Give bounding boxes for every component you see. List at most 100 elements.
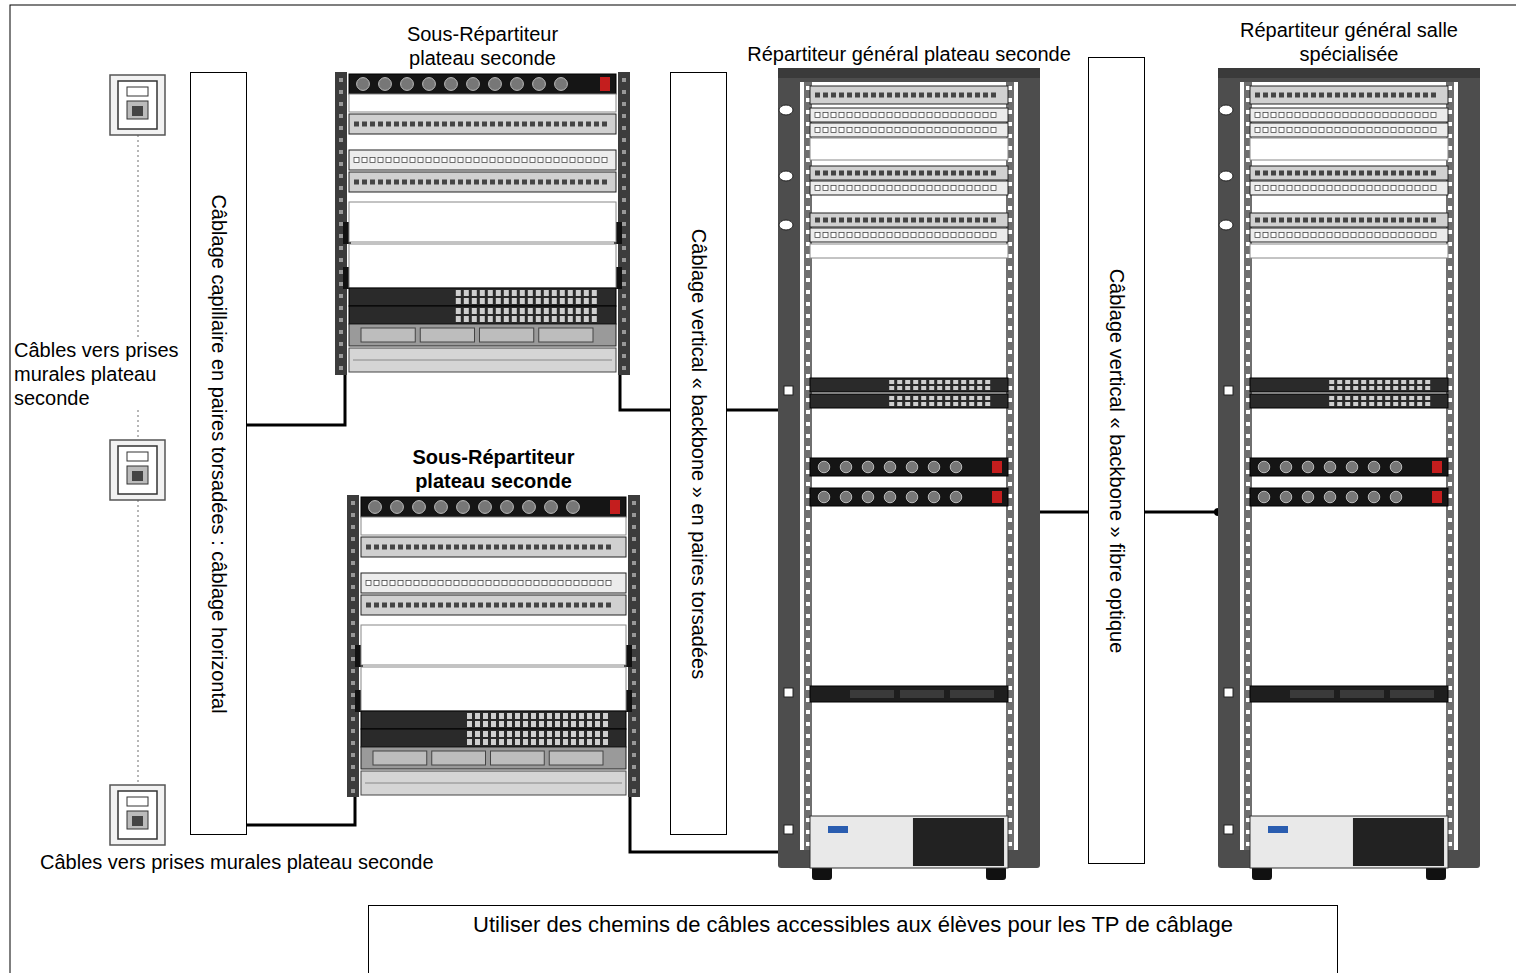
- patch-port: [879, 186, 884, 191]
- rail-hole: [1008, 758, 1012, 762]
- switch-port: [587, 739, 592, 745]
- rail-hole: [1246, 290, 1250, 294]
- rail-hole: [1448, 638, 1452, 642]
- patch-port: [554, 122, 559, 127]
- rail-hole: [1008, 86, 1012, 90]
- power-strip: [349, 74, 616, 94]
- patch-port: [831, 233, 836, 238]
- patch-port: [991, 128, 996, 133]
- switch-port: [472, 290, 477, 296]
- patch-port: [1255, 113, 1260, 118]
- patch-port: [1279, 128, 1284, 133]
- patch-port: [959, 171, 964, 176]
- patch-port: [903, 171, 908, 176]
- patch-port: [366, 545, 371, 550]
- patch-port: [1431, 171, 1436, 176]
- rail-hole: [1246, 122, 1250, 126]
- patch-port: [1295, 233, 1300, 238]
- power-strip: [810, 458, 1008, 476]
- rail-hole: [1246, 374, 1250, 378]
- patch-port: [911, 186, 916, 191]
- blank-panel: [1250, 138, 1448, 160]
- rail-hole: [1246, 158, 1250, 162]
- patch-port: [374, 545, 379, 550]
- rail-hole: [1008, 206, 1012, 210]
- wall-outlet: [110, 75, 165, 135]
- rail-hole: [806, 782, 810, 786]
- outlet-label: [127, 797, 148, 806]
- rail-hole: [351, 573, 355, 577]
- patch-port: [887, 113, 892, 118]
- rail-hole: [632, 585, 636, 589]
- patch-port: [983, 233, 988, 238]
- rail-hole: [622, 174, 626, 178]
- rail-hole: [1448, 206, 1452, 210]
- switch-port: [969, 380, 974, 384]
- patch-port: [911, 218, 916, 223]
- server-bay: [1290, 690, 1334, 698]
- patch-port: [927, 93, 932, 98]
- patch-port: [1399, 128, 1404, 133]
- power-switch: [992, 491, 1002, 503]
- patch-port: [951, 113, 956, 118]
- power-outlet: [369, 501, 382, 514]
- switch-port: [467, 739, 472, 745]
- rail-hole: [632, 633, 636, 637]
- router-module: [361, 328, 415, 342]
- patch-port: [478, 581, 483, 586]
- rack-inside: [347, 72, 618, 375]
- side-marker: [1224, 825, 1233, 834]
- switch-port: [467, 731, 472, 737]
- patch-port: [1279, 186, 1284, 191]
- patch-port: [398, 581, 403, 586]
- patch-port: [474, 180, 479, 185]
- rail-hole: [1246, 398, 1250, 402]
- patch-port: [458, 158, 463, 163]
- rail-hole: [1246, 338, 1250, 342]
- patch-port: [927, 186, 932, 191]
- patch-port: [1303, 128, 1308, 133]
- rail-hole: [339, 90, 343, 94]
- patch-port: [414, 545, 419, 550]
- switch-port: [520, 316, 525, 322]
- switch-port: [464, 308, 469, 314]
- switch-port: [579, 739, 584, 745]
- cable-note: Câbles vers prises murales plateau secon…: [14, 338, 186, 410]
- rail-hole: [622, 222, 626, 226]
- switch-port: [1369, 386, 1374, 390]
- patch-port: [1375, 233, 1380, 238]
- patch-port: [1367, 233, 1372, 238]
- patch-port: [879, 233, 884, 238]
- rail-hole: [806, 554, 810, 558]
- router-module: [420, 328, 474, 342]
- rail-hole: [632, 561, 636, 565]
- rail-hole: [351, 645, 355, 649]
- patch-port: [1391, 93, 1396, 98]
- patch-port: [382, 581, 387, 586]
- rail-hole: [1008, 806, 1012, 810]
- cabinet-inside: [800, 82, 1018, 850]
- cabinet-body: [1218, 68, 1480, 868]
- switch-port: [1417, 386, 1422, 390]
- rail-hole: [351, 657, 355, 661]
- switch-port: [1361, 386, 1366, 390]
- rail-hole: [806, 614, 810, 618]
- blank-panel: [349, 244, 616, 288]
- server-bay: [900, 690, 944, 698]
- patch-port: [546, 180, 551, 185]
- rack-frame: [335, 72, 630, 375]
- patch-port: [823, 218, 828, 223]
- patch-port: [598, 603, 603, 608]
- rail-hole: [1448, 290, 1452, 294]
- patch-port: [506, 180, 511, 185]
- switch-port: [985, 396, 990, 400]
- patch-port: [482, 122, 487, 127]
- switch-port: [480, 290, 485, 296]
- patch-port: [474, 158, 479, 163]
- switch-port: [544, 298, 549, 304]
- rail-hole: [339, 186, 343, 190]
- switch-port: [560, 316, 565, 322]
- rail-hole: [1246, 590, 1250, 594]
- patch-port: [578, 180, 583, 185]
- patch-port: [1375, 93, 1380, 98]
